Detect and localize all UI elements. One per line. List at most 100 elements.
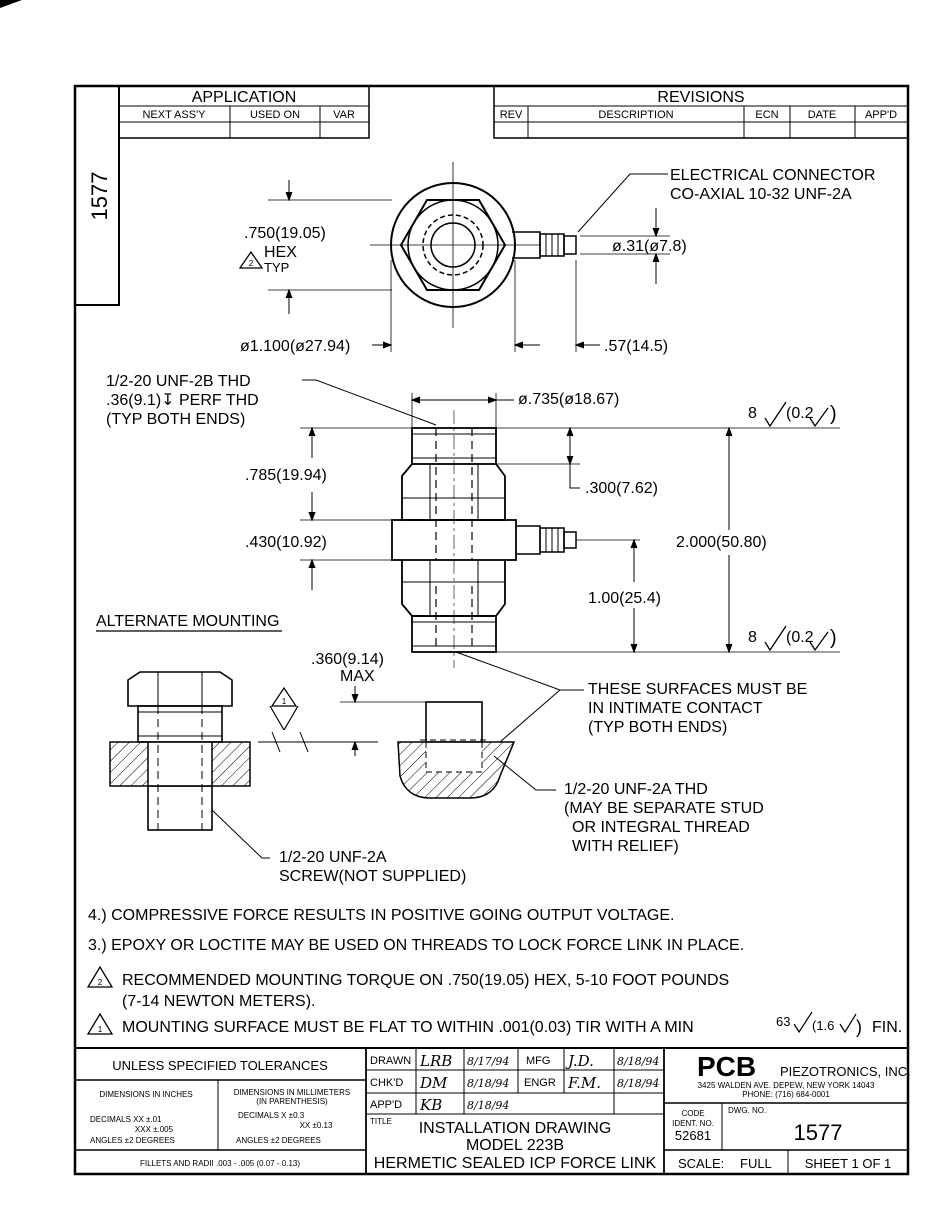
dwg-number: 1577 bbox=[794, 1120, 843, 1145]
surface-note-2: IN INTIMATE CONTACT bbox=[588, 700, 763, 717]
chkd-by: DM bbox=[419, 1074, 448, 1092]
mfg-label: MFG bbox=[526, 1055, 550, 1067]
finish-top-value: 8 bbox=[748, 405, 757, 422]
note-2-number: 2 bbox=[98, 978, 103, 987]
note-2-line-1: RECOMMENDED MOUNTING TORQUE ON .750(19.0… bbox=[122, 972, 729, 989]
scan-corner-mark bbox=[0, 0, 22, 8]
title-line-3: HERMETIC SEALED ICP FORCE LINK bbox=[374, 1155, 657, 1172]
sheet-label: SHEET 1 OF 1 bbox=[805, 1156, 891, 1171]
side-number-text: 1577 bbox=[87, 172, 112, 221]
note-2-line-2: (7-14 NEWTON METERS). bbox=[122, 993, 316, 1010]
engr-label: ENGR bbox=[524, 1077, 556, 1089]
finish-top-close: ) bbox=[830, 403, 837, 425]
dim-mm-label-1: DIMENSIONS IN MILLIMETERS bbox=[234, 1088, 350, 1097]
note-2-triangle bbox=[86, 965, 114, 988]
dim-inches-label: DIMENSIONS IN INCHES bbox=[99, 1090, 192, 1099]
mfg-date: 8/18/94 bbox=[617, 1055, 659, 1068]
revisions-title: REVISIONS bbox=[657, 89, 744, 106]
col-description: DESCRIPTION bbox=[598, 109, 673, 121]
stud-note-4: WITH RELIEF) bbox=[572, 838, 679, 855]
title-label: TITLE bbox=[370, 1117, 392, 1126]
revisions-table: REVISIONS REV DESCRIPTION ECN DATE APP'D bbox=[493, 85, 909, 139]
dwg-label: DWG. NO. bbox=[728, 1106, 766, 1115]
max-dimension: .360(9.14) bbox=[311, 651, 384, 668]
col-ecn: ECN bbox=[755, 109, 778, 121]
connector-label-1: ELECTRICAL CONNECTOR bbox=[670, 167, 875, 184]
note-1-triangle bbox=[86, 1012, 114, 1035]
finish-top-metric: (0.2 bbox=[786, 405, 814, 422]
company-address: 3425 WALDEN AVE. DEPEW, NEW YORK 14043 bbox=[698, 1081, 875, 1090]
stud-note-3: OR INTEGRAL THREAD bbox=[572, 819, 750, 836]
appd-date: 8/18/94 bbox=[467, 1099, 509, 1112]
finish-bottom-close: ) bbox=[830, 627, 837, 649]
appd-label: APP'D bbox=[370, 1099, 402, 1111]
company-logo: PCB bbox=[697, 1051, 756, 1082]
appd-by: KB bbox=[419, 1096, 442, 1114]
mfg-by: J.D. bbox=[565, 1052, 594, 1070]
alternate-mounting-right bbox=[340, 651, 584, 799]
hex-note-number: 2 bbox=[249, 259, 254, 268]
stud-note-2: (MAY BE SEPARATE STUD bbox=[564, 800, 764, 817]
hex-typ-label: TYP bbox=[264, 260, 289, 275]
alternate-mounting-title: ALTERNATE MOUNTING bbox=[96, 613, 279, 630]
side-number-box: 1577 bbox=[75, 85, 120, 306]
finish-bottom-metric: (0.2 bbox=[786, 629, 814, 646]
decimals-mm-1: DECIMALS X ±0.3 bbox=[238, 1111, 305, 1120]
application-title: APPLICATION bbox=[192, 89, 297, 106]
code-value: 52681 bbox=[675, 1128, 711, 1143]
decimals-inch-2: XXX ±.005 bbox=[135, 1125, 174, 1134]
hex-label: HEX bbox=[264, 244, 297, 261]
title-block bbox=[75, 1047, 908, 1174]
finish-bottom-value: 8 bbox=[748, 629, 757, 646]
chkd-date: 8/18/94 bbox=[467, 1077, 509, 1090]
title-line-1: INSTALLATION DRAWING bbox=[419, 1120, 612, 1137]
company-name: PIEZOTRONICS, INC. bbox=[780, 1064, 911, 1079]
company-phone: PHONE: (716) 684-0001 bbox=[742, 1090, 830, 1099]
decimals-mm-2: XX ±0.13 bbox=[300, 1121, 333, 1130]
fillets-note: FILLETS AND RADII .003 - .005 (0.07 - 0.… bbox=[140, 1159, 300, 1168]
top-diameter: ø.735(ø18.67) bbox=[518, 391, 619, 408]
code-label-1: CODE bbox=[681, 1109, 704, 1118]
scale-value: FULL bbox=[740, 1156, 772, 1171]
note-1-finish-end: FIN. bbox=[872, 1019, 902, 1036]
surface-note-1: THESE SURFACES MUST BE bbox=[588, 681, 807, 698]
note-1-number: 1 bbox=[98, 1025, 103, 1034]
drawn-label: DRAWN bbox=[370, 1055, 411, 1067]
decimals-inch-1: DECIMALS XX ±.01 bbox=[90, 1115, 162, 1124]
col-appd: APP'D bbox=[865, 109, 897, 121]
screw-note-1: 1/2-20 UNF-2A bbox=[279, 849, 387, 866]
chkd-label: CHK'D bbox=[370, 1077, 403, 1089]
connector-length: .57(14.5) bbox=[604, 338, 668, 355]
thread-depth-dim: .300(7.62) bbox=[585, 480, 658, 497]
screw-note-2: SCREW(NOT SUPPLIED) bbox=[279, 868, 466, 885]
engr-by: F.M. bbox=[567, 1074, 601, 1092]
drawn-date: 8/17/94 bbox=[467, 1055, 509, 1068]
connector-label-2: CO-AXIAL 10-32 UNF-2A bbox=[670, 186, 852, 203]
drawing-border bbox=[73, 84, 910, 1176]
note-1-text: MOUNTING SURFACE MUST BE FLAT TO WITHIN … bbox=[122, 1019, 694, 1036]
connector-diameter: ø.31(ø7.8) bbox=[612, 238, 687, 255]
note-1-finish-metric: (1.6 bbox=[812, 1018, 834, 1033]
thread-label-1: 1/2-20 UNF-2B THD bbox=[106, 373, 251, 390]
upper-height-dim: .785(19.94) bbox=[245, 467, 327, 484]
angles-inch: ANGLES ±2 DEGREES bbox=[90, 1136, 175, 1145]
application-table: APPLICATION NEXT ASS'Y USED ON VAR bbox=[118, 85, 370, 139]
code-label-2: IDENT. NO. bbox=[672, 1119, 714, 1128]
alternate-mounting-left bbox=[109, 671, 378, 859]
col-date: DATE bbox=[808, 109, 837, 121]
flat-note-number: 1 bbox=[282, 697, 287, 706]
stud-note-1: 1/2-20 UNF-2A THD bbox=[564, 781, 708, 798]
col-rev: REV bbox=[500, 109, 523, 121]
hex-dimension: .750(19.05) bbox=[244, 225, 326, 242]
col-next-assy: NEXT ASS'Y bbox=[142, 109, 206, 121]
center-height-dim: 1.00(25.4) bbox=[588, 590, 661, 607]
engr-date: 8/18/94 bbox=[617, 1077, 659, 1090]
scale-label: SCALE: bbox=[678, 1156, 724, 1171]
outer-diameter: ø1.100(ø27.94) bbox=[240, 338, 350, 355]
title-line-2: MODEL 223B bbox=[466, 1137, 564, 1154]
note-1-finish-value: 63 bbox=[776, 1014, 790, 1029]
max-label: MAX bbox=[340, 668, 375, 685]
tolerance-header: UNLESS SPECIFIED TOLERANCES bbox=[112, 1058, 328, 1073]
note-1-finish-close: ) bbox=[856, 1017, 862, 1037]
